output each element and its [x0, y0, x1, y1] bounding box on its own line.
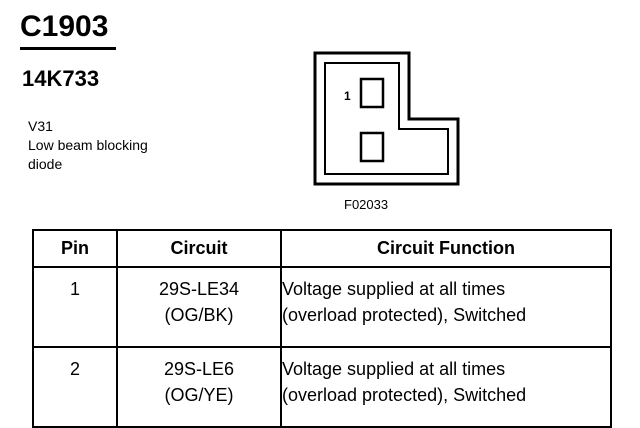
circuit-cell: 29S-LE34 (OG/BK) — [116, 266, 282, 348]
function-cell: Voltage supplied at all times (overload … — [280, 346, 612, 428]
title-underline — [20, 47, 116, 50]
description-line-2: diode — [28, 156, 63, 172]
description-line-1: Low beam blocking — [28, 137, 148, 153]
pin-cavity-1 — [359, 77, 385, 109]
table-row: 1 29S-LE34 (OG/BK) Voltage supplied at a… — [32, 266, 612, 348]
header-circuit: Circuit — [116, 229, 282, 268]
connector-outline — [313, 51, 460, 186]
circuit-color: (OG/YE) — [164, 385, 234, 405]
connector-inner-outline — [324, 62, 449, 175]
table-header-row: Pin Circuit Circuit Function — [32, 229, 612, 268]
circuit-code: 29S-LE34 — [158, 279, 240, 299]
pin-cavity-2 — [359, 131, 385, 163]
function-line-2: (overload protected), Switched — [282, 385, 527, 405]
location-code: V31 — [28, 118, 53, 134]
pinout-table: Pin Circuit Circuit Function 1 29S-LE34 … — [32, 229, 612, 428]
circuit-cell: 29S-LE6 (OG/YE) — [116, 346, 282, 428]
connector-id: C1903 — [20, 10, 109, 43]
function-line-2: (overload protected), Switched — [282, 305, 527, 325]
pin-1-label: 1 — [344, 89, 351, 103]
function-cell: Voltage supplied at all times (overload … — [280, 266, 612, 348]
circuit-code: 29S-LE6 — [163, 359, 235, 379]
pin-cell: 1 — [32, 266, 118, 348]
part-number: 14K733 — [22, 66, 100, 91]
header-pin: Pin — [32, 229, 118, 268]
figure-id: F02033 — [344, 197, 389, 212]
connector-face-diagram: 1 — [313, 51, 460, 186]
pin-cell: 2 — [32, 346, 118, 428]
circuit-color: (OG/BK) — [164, 305, 234, 325]
table-row: 2 29S-LE6 (OG/YE) Voltage supplied at al… — [32, 346, 612, 428]
function-line-1: Voltage supplied at all times — [282, 359, 506, 379]
header-circuit-function: Circuit Function — [280, 229, 612, 268]
function-line-1: Voltage supplied at all times — [282, 279, 506, 299]
